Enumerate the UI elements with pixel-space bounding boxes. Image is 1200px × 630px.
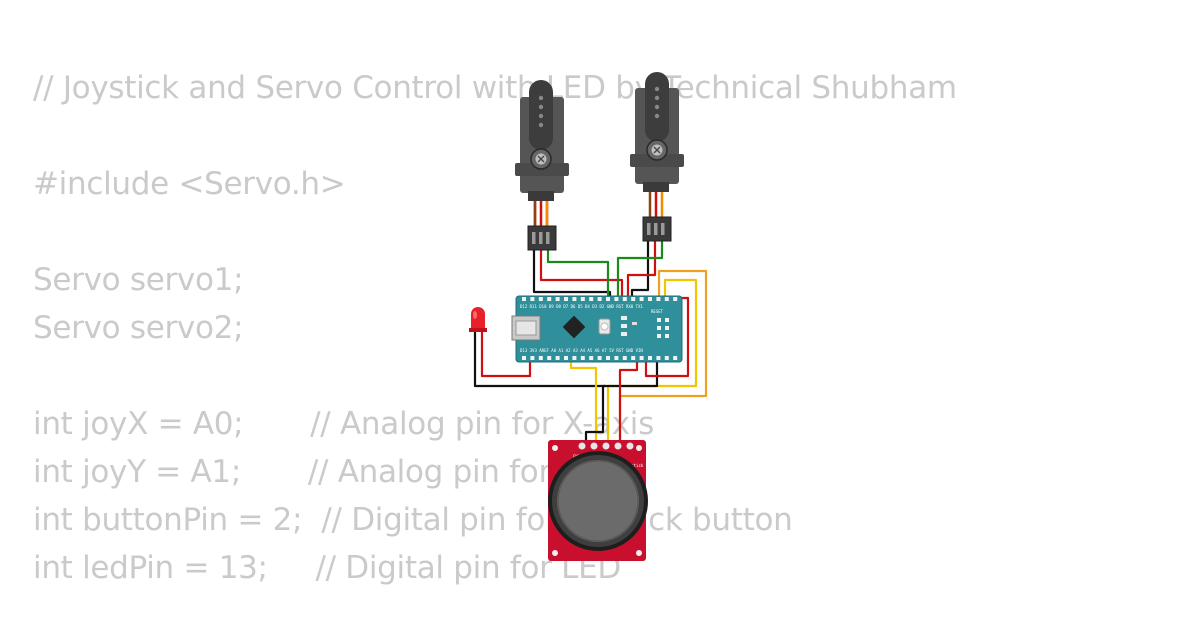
joystick-board-name: Joystick <box>624 463 644 468</box>
code-line-servo1: Servo servo1; <box>33 262 244 298</box>
servo-right[interactable] <box>630 72 684 242</box>
icsp-header <box>657 318 669 338</box>
code-line-include: #include <Servo.h> <box>33 166 346 202</box>
wire-servo1-signal[interactable] <box>546 250 610 298</box>
wire-led-d13[interactable] <box>480 332 532 378</box>
wire-servo1-gnd[interactable] <box>532 250 612 298</box>
code-line-ledpin: int ledPin = 13; // Digital pin for LED <box>33 550 621 586</box>
board-bottom-pins <box>522 356 678 360</box>
reset-label: RESET <box>651 309 664 314</box>
board-top-pins <box>522 297 678 301</box>
wire-joy-vrx[interactable] <box>569 360 598 444</box>
arduino-nano-board[interactable]: D12 D11 D10 D9 D8 D7 D6 D5 D4 D3 D2 GND … <box>511 295 683 363</box>
joystick-module[interactable]: GND +5V VRx VRy SW Joystick <box>548 440 648 561</box>
wire-button-pullup[interactable] <box>606 278 698 444</box>
wire-servo1-vcc[interactable] <box>539 250 624 298</box>
board-bottom-pin-labels: D13 3V3 AREF A0 A1 A2 A3 A4 A5 A6 A7 5V … <box>520 348 643 353</box>
wire-joy-5v[interactable] <box>618 360 639 444</box>
wire-servo2-gnd[interactable] <box>630 241 650 298</box>
wire-joy-gnd[interactable] <box>584 360 659 444</box>
wires <box>473 241 708 444</box>
joystick-pins <box>578 442 634 450</box>
code-line-servo2: Servo servo2; <box>33 310 244 346</box>
wire-joy-vry[interactable] <box>644 296 690 378</box>
board-top-pin-labels: D12 D11 D10 D9 D8 D7 D6 D5 D4 D3 D2 GND … <box>520 304 643 309</box>
wire-servo2-signal[interactable] <box>616 241 664 298</box>
servo-left[interactable] <box>515 80 569 251</box>
red-led[interactable] <box>469 307 487 332</box>
code-line-comment-title: // Joystick and Servo Control with LED b… <box>33 70 957 106</box>
wire-led-gnd[interactable] <box>473 332 605 388</box>
